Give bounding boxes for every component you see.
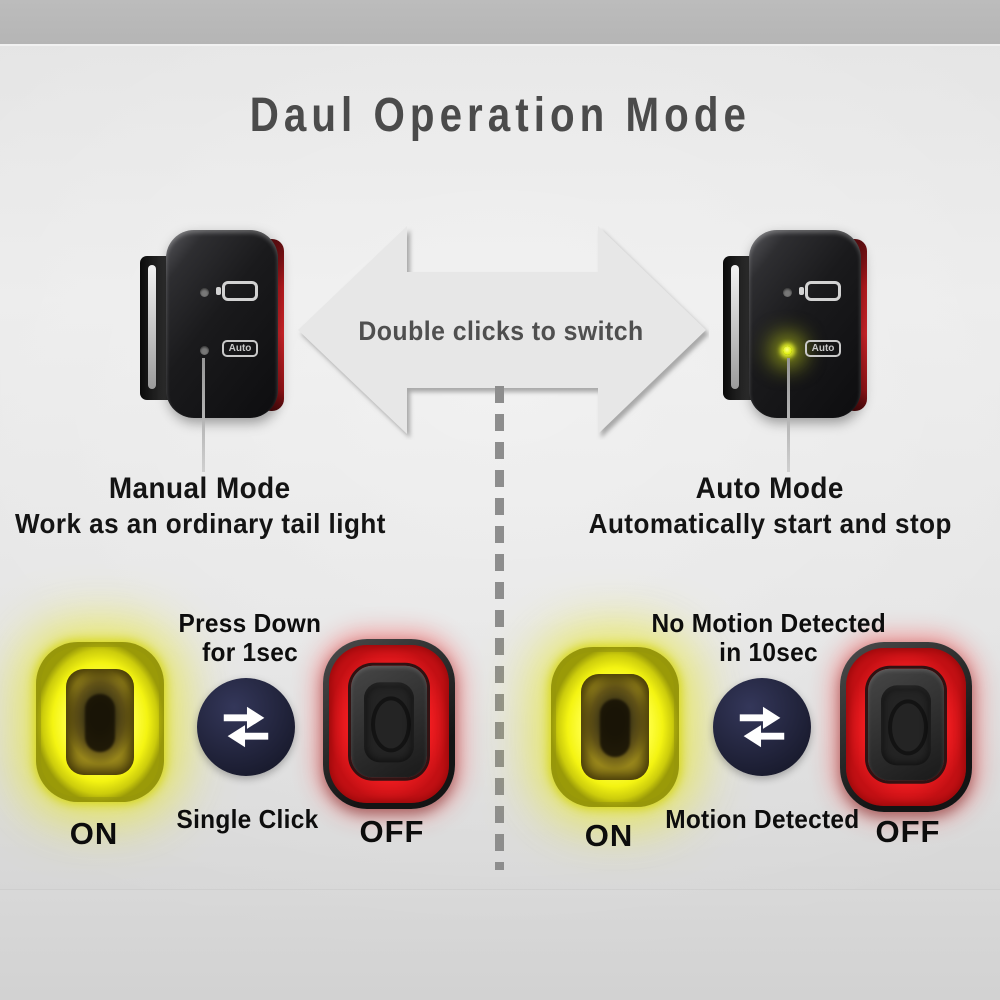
swap-arrows-icon (197, 678, 295, 776)
lamp-on-yellow-manual (36, 642, 164, 802)
bottom-background-band (0, 889, 1000, 1000)
top-background-band (0, 0, 1000, 46)
dashed-divider (495, 386, 504, 870)
switch-instruction: Double clicks to switch (358, 316, 644, 346)
tail-light-device-auto: Auto (723, 230, 873, 420)
battery-icon (799, 281, 841, 301)
tail-light-device-manual: Auto (140, 230, 290, 420)
auto-mode-led-on (783, 346, 792, 355)
swap-arrows-icon (713, 678, 811, 776)
auto-mode-title: Auto Mode (695, 472, 845, 505)
auto-off-label: OFF (875, 814, 941, 849)
auto-on-action: Motion Detected (664, 804, 860, 834)
manual-on-action: Single Click (176, 804, 318, 834)
manual-off-label: OFF (359, 814, 425, 849)
leader-line-manual (202, 358, 205, 472)
device-body: Auto (749, 230, 861, 418)
power-button (364, 682, 414, 763)
power-button (881, 685, 931, 766)
page-title: Daul Operation Mode (0, 88, 1000, 143)
battery-icon (216, 281, 258, 301)
lamp-off-red-manual (323, 639, 455, 809)
manual-off-action-line1: Press Down (178, 608, 322, 638)
battery-led (200, 288, 209, 297)
double-arrow-icon (298, 226, 706, 434)
manual-mode-title: Manual Mode (109, 472, 291, 505)
auto-off-action-line1: No Motion Detected (651, 608, 887, 638)
battery-led (783, 288, 792, 297)
manual-on-label: ON (69, 816, 119, 851)
lamp-off-red-auto (840, 642, 972, 812)
lamp-on-yellow-auto (551, 647, 679, 807)
auto-badge: Auto (805, 340, 841, 357)
manual-mode-description: Work as an ordinary tail light (14, 508, 386, 539)
page-title-text: Daul Operation Mode (249, 89, 751, 142)
leader-line-auto (787, 358, 790, 472)
manual-off-action-line2: for 1sec (202, 637, 298, 667)
auto-mode-description: Automatically start and stop (588, 508, 952, 539)
device-body: Auto (166, 230, 278, 418)
auto-off-action-line2: in 10sec (719, 637, 819, 667)
auto-badge: Auto (222, 340, 258, 357)
auto-on-label: ON (584, 818, 634, 853)
auto-mode-led-off (200, 346, 209, 355)
